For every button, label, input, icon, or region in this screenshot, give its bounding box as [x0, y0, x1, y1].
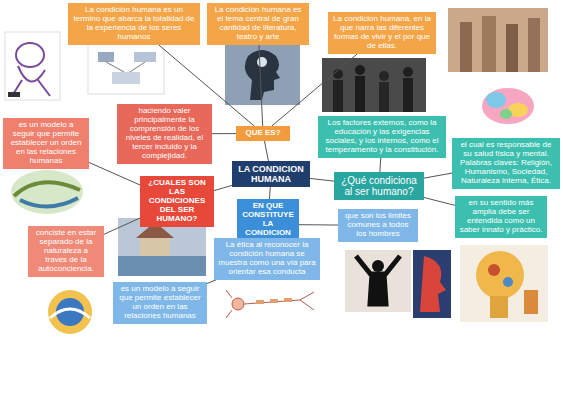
mosaic-profile [413, 250, 451, 318]
node-text: haciendo valer principalmente la compren… [121, 107, 208, 161]
node-text: La ética al reconocer la condición human… [218, 241, 316, 277]
detail-box: es un modelo a seguir que permite establ… [113, 282, 207, 324]
nature-circle [11, 170, 83, 214]
connector-line [264, 141, 268, 161]
connector [264, 141, 268, 161]
connector [212, 133, 236, 134]
connector [89, 162, 140, 185]
question-box: QUE ES? [236, 126, 290, 141]
detail-box: Los factores externos, como la educación… [318, 116, 446, 158]
central-topic: LA CONDICION HUMANA [232, 161, 310, 187]
node-text: ¿Qué condiciona al ser humano? [338, 175, 420, 197]
handshake-globe [48, 290, 92, 334]
connector [299, 224, 338, 225]
connector-line [424, 173, 452, 178]
head-picture [225, 45, 300, 105]
crowd-photo [322, 58, 426, 112]
connector [379, 158, 381, 172]
statues-photo [448, 8, 548, 72]
detail-box: que son los limites comunes a todos los … [338, 209, 418, 242]
small-chart [88, 42, 164, 94]
connector [424, 173, 452, 178]
connector-line [89, 162, 140, 185]
node-text: La condición humana es el tema central d… [211, 6, 305, 42]
definition-box: La condicion humana, en la que narra las… [328, 12, 436, 54]
connector [207, 280, 216, 284]
connector-line [299, 224, 338, 225]
definition-box: La condición humana es un termino que ab… [68, 3, 200, 45]
definition-box: La condición humana es el tema central d… [207, 3, 309, 45]
connector-line [212, 133, 236, 134]
connector-line [259, 45, 263, 126]
connector-line [379, 158, 381, 172]
connector [424, 198, 455, 206]
node-text: La condición humana es un termino que ab… [72, 6, 196, 42]
node-text: que son los limites comunes a todos los … [342, 212, 414, 239]
node-text: QUE ES? [240, 129, 286, 138]
colorful-brain [470, 80, 548, 135]
connector-line [214, 185, 232, 190]
connector-line [207, 280, 216, 284]
node-text: es un modelo a seguir que permite establ… [7, 121, 85, 166]
connector [310, 178, 334, 181]
node-text: ¿CUALES SON LAS CONDICIONES DEL SER HUMA… [144, 179, 210, 224]
detail-box: es un modelo a seguir que permite establ… [3, 118, 89, 169]
connector [104, 218, 140, 234]
sketch-figure [5, 32, 60, 100]
detail-box: haciendo valer principalmente la compren… [117, 104, 212, 164]
connector [214, 185, 232, 190]
connector-line [424, 198, 455, 206]
connector-line [269, 187, 271, 199]
thinking-head [460, 245, 548, 322]
connector [259, 45, 263, 126]
question-box: ¿CUALES SON LAS CONDICIONES DEL SER HUMA… [140, 176, 214, 227]
detail-box: en su sentido más amplia debe ser entend… [455, 196, 547, 238]
connector [269, 187, 271, 199]
neuron-diagram [222, 282, 322, 334]
node-text: el cual es responsable de su salud físic… [456, 141, 556, 186]
connector-line [104, 218, 140, 234]
node-text: La condicion humana, en la que narra las… [332, 15, 432, 51]
question-box: ¿Qué condiciona al ser humano? [334, 172, 424, 200]
node-text: en su sentido más amplia debe ser entend… [459, 199, 543, 235]
node-text: LA CONDICION HUMANA [236, 164, 306, 184]
connector-line [310, 178, 334, 181]
silhouette-photo [345, 250, 411, 312]
detail-box: el cual es responsable de su salud físic… [452, 138, 560, 189]
node-text: es un modelo a seguir que permite establ… [117, 285, 203, 321]
node-text: conciste en estar separado de la natural… [32, 229, 100, 274]
detail-box: La ética al reconocer la condición human… [214, 238, 320, 280]
node-text: Los factores externos, como la educación… [322, 119, 442, 155]
detail-box: conciste en estar separado de la natural… [28, 226, 104, 277]
